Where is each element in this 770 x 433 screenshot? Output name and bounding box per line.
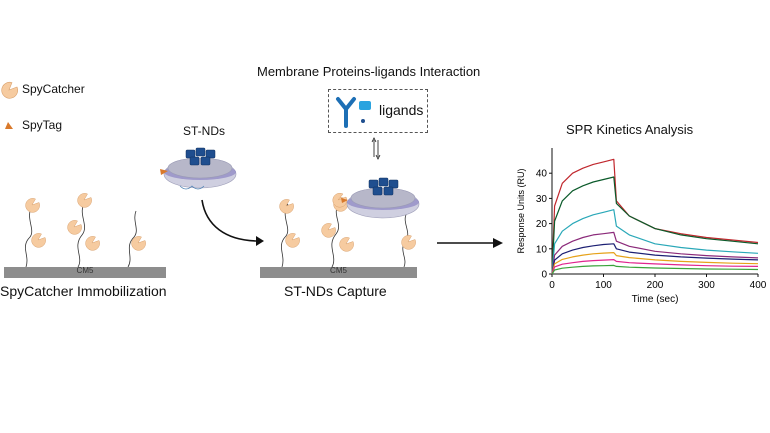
spycatcher-6 (131, 236, 146, 251)
binding-equilibrium-icon (371, 137, 381, 160)
capture-title: ST-NDs Capture (284, 283, 387, 299)
immobilization-title: SpyCatcher Immobilization (0, 283, 167, 299)
chart-series (551, 158, 759, 275)
x-tick-label: 200 (647, 280, 664, 291)
x-tick-label: 100 (595, 280, 612, 291)
series-line-4 (551, 231, 759, 275)
y-axis-label: Response Units (RU) (516, 168, 526, 253)
series-line-3 (551, 209, 759, 275)
spycatcher-3 (77, 193, 92, 208)
spytag-legend-label: SpyTag (22, 118, 63, 132)
spycatcher-shape (1, 81, 18, 99)
capture-panel-graphic (279, 177, 420, 268)
y-tick-label: 0 (541, 270, 547, 281)
y-tick-label: 40 (536, 169, 548, 180)
spycatcher-1 (25, 198, 40, 213)
tether-2 (77, 200, 87, 268)
series-line-1 (551, 158, 759, 275)
spycatcher-2 (31, 233, 46, 248)
tether-1 (24, 204, 34, 268)
interaction-title: Membrane Proteins-ligands Interaction (257, 64, 481, 79)
st-nds-label: ST-NDs (183, 124, 225, 138)
series-line-2 (551, 176, 759, 275)
membrane-protein (185, 147, 216, 166)
chart-title: SPR Kinetics Analysis (566, 122, 694, 137)
cm5-label-1: CM5 (76, 266, 94, 275)
x-tick-label: 400 (750, 280, 767, 291)
series-line-8 (551, 264, 759, 275)
st-nd-captured (332, 177, 420, 219)
ligands-label: ligands (379, 102, 424, 118)
spycatcher-5 (85, 236, 100, 251)
spytag-on-nd (160, 169, 168, 175)
immobilization-panel-graphic (24, 193, 146, 268)
legend: SpyCatcher SpyTag (0, 78, 130, 148)
tether-3 (127, 210, 137, 268)
y-tick-label: 20 (536, 219, 548, 230)
series-line-5 (551, 243, 759, 275)
series-line-7 (551, 259, 759, 275)
spycatcher-icon (1, 81, 18, 99)
analysis-arrow-icon (437, 238, 503, 248)
series-line-6 (551, 252, 759, 275)
x-tick-label: 0 (549, 280, 555, 291)
antibody-icon (336, 97, 356, 128)
x-axis-label: Time (sec) (632, 294, 679, 305)
cm5-surface-2: CM5 (260, 266, 417, 278)
st-nd-free-graphic (160, 147, 237, 190)
capture-arrow-icon (201, 199, 264, 246)
x-tick-label: 300 (698, 280, 715, 291)
y-tick-label: 30 (536, 194, 548, 205)
y-tick-label: 10 (536, 244, 548, 255)
cm5-label-2: CM5 (330, 266, 347, 275)
spycatcher-4 (67, 220, 82, 235)
spytag-icon (5, 122, 13, 129)
cm5-surface-1: CM5 (4, 266, 166, 278)
spycatcher-legend-label: SpyCatcher (22, 82, 85, 96)
ligand-box: ligands (328, 89, 428, 133)
ligand-icon (359, 101, 371, 123)
